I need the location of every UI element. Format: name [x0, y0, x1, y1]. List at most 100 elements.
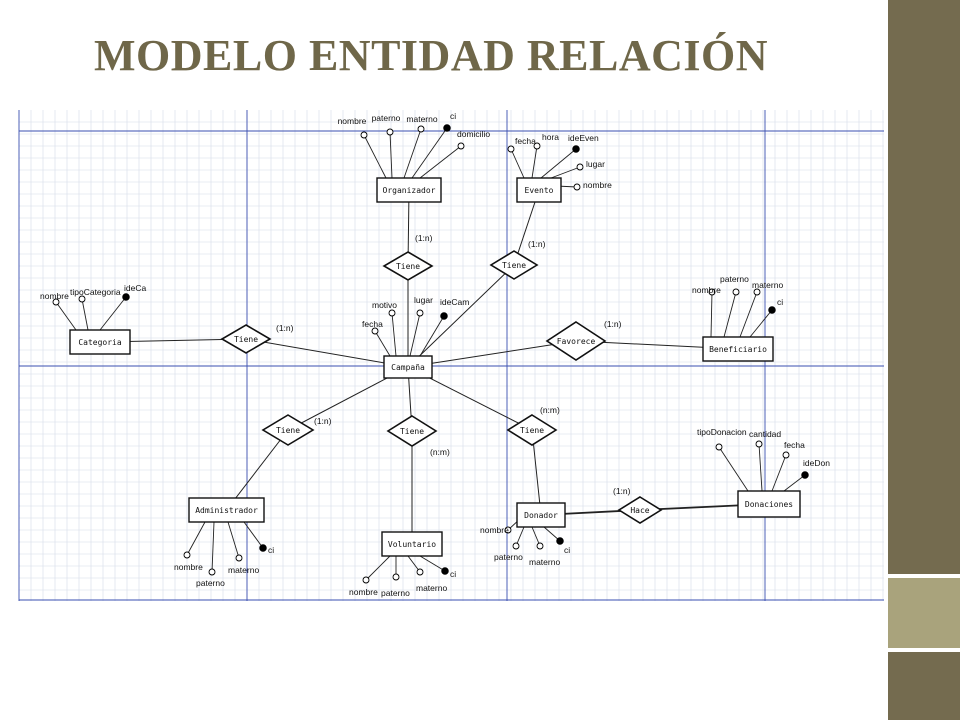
attribute-organizador-domicilio — [419, 142, 465, 179]
attribute-marker — [416, 568, 424, 576]
entity-box[interactable] — [381, 531, 443, 557]
attribute-label: ci — [564, 545, 570, 555]
attribute-administrador-materno — [227, 521, 243, 562]
attribute-marker — [78, 295, 86, 303]
attribute-label: motivo — [372, 300, 397, 310]
relationship-diamond[interactable] — [545, 321, 607, 361]
entity-beneficiario[interactable]: Beneficiario — [702, 336, 774, 362]
attribute-marker — [183, 551, 191, 559]
attribute-marker — [208, 568, 216, 576]
attribute-campana-lugar — [409, 309, 424, 357]
cardinality-label: (1:n) — [528, 239, 546, 249]
entity-box[interactable] — [516, 502, 566, 528]
attribute-donador-materno — [531, 526, 544, 550]
entity-box[interactable] — [737, 490, 801, 518]
entity-administrador[interactable]: Administrador — [188, 497, 265, 523]
key-attribute-marker — [556, 537, 564, 545]
attribute-marker — [417, 125, 425, 133]
attribute-label: lugar — [414, 295, 433, 305]
attribute-label: nombre — [349, 587, 378, 597]
attribute-label: fecha — [362, 319, 383, 329]
attribute-categoria-tipoCategoria — [78, 295, 89, 331]
attribute-label: ci — [450, 569, 456, 579]
key-attribute-marker — [441, 567, 449, 575]
relationship-label: Tiene — [400, 427, 424, 436]
cardinality-label: (1:n) — [276, 323, 294, 333]
entity-voluntario[interactable]: Voluntario — [381, 531, 443, 557]
entity-donador[interactable]: Donador — [516, 502, 566, 528]
attribute-marker — [512, 542, 520, 550]
attribute-organizador-ci — [411, 124, 451, 179]
entity-box[interactable] — [702, 336, 774, 362]
key-attribute-marker — [259, 544, 267, 552]
attribute-donador-ci — [543, 526, 564, 545]
attribute-label: nombre — [338, 116, 367, 126]
key-attribute-marker — [768, 306, 776, 314]
entity-campana[interactable]: Campaña — [383, 355, 433, 379]
relationship-tiene-donador[interactable]: Tiene(n:m) — [506, 405, 560, 446]
attribute-label: fecha — [515, 136, 536, 146]
relationship-hace[interactable]: Hace(1:n) — [613, 486, 663, 524]
entity-label: Donaciones — [745, 500, 793, 509]
entity-label: Organizador — [383, 186, 436, 195]
cardinality-label: (1:n) — [415, 233, 433, 243]
relationship-tiene-administrador[interactable]: Tiene(1:n) — [261, 414, 332, 446]
attribute-campana-motivo — [388, 309, 397, 357]
relationship-label: Favorece — [557, 337, 596, 346]
attribute-label: ci — [777, 297, 783, 307]
attribute-campana-ideCam — [419, 312, 448, 357]
attribute-voluntario-materno — [407, 555, 424, 576]
entity-categoria[interactable]: Categoria — [69, 329, 131, 355]
attribute-marker — [457, 142, 465, 150]
attribute-marker — [360, 131, 368, 139]
attribute-label: materno — [228, 565, 259, 575]
side-band-bottom — [888, 650, 960, 720]
attribute-donaciones-tipoDonacion — [715, 443, 749, 492]
attribute-donaciones-cantidad — [755, 440, 763, 492]
relationship-diamond[interactable] — [386, 415, 438, 447]
attribute-label: ideDon — [803, 458, 830, 468]
relationship-tiene-organizador[interactable]: Tiene(1:n) — [382, 233, 434, 281]
attribute-categoria-nombre — [52, 298, 77, 331]
entity-box[interactable] — [516, 177, 562, 203]
entity-box[interactable] — [188, 497, 265, 523]
band-separator — [888, 648, 960, 652]
attribute-administrador-ci — [243, 521, 267, 552]
relationship-favorece[interactable]: Favorece (1:n) — [545, 319, 622, 361]
attribute-label: nombre — [692, 285, 721, 295]
entity-box[interactable] — [69, 329, 131, 355]
entity-box[interactable] — [376, 177, 442, 203]
attribute-marker — [536, 542, 544, 550]
relationship-label: Tiene — [234, 335, 258, 344]
attribute-label: hora — [542, 132, 559, 142]
relationship-diamond[interactable] — [220, 324, 272, 354]
attribute-marker — [573, 183, 581, 191]
entity-donaciones[interactable]: Donaciones — [737, 490, 801, 518]
attribute-marker — [715, 443, 723, 451]
key-attribute-marker — [440, 312, 448, 320]
attribute-label: nombre — [583, 180, 612, 190]
attribute-beneficiario-ci — [749, 306, 776, 338]
relationship-tiene-evento[interactable]: Tiene(1:n) — [489, 239, 546, 280]
attribute-marker — [235, 554, 243, 562]
relationship-diamond[interactable] — [261, 414, 315, 446]
attribute-voluntario-ci — [419, 555, 449, 575]
attribute-label: paterno — [494, 552, 523, 562]
attribute-label: ideCa — [124, 283, 146, 293]
attribute-marker — [708, 288, 716, 296]
relationship-label: Tiene — [520, 426, 544, 435]
relationship-tiene-voluntario[interactable]: Tiene(n:m) — [386, 415, 450, 457]
entity-organizador[interactable]: Organizador — [376, 177, 442, 203]
entity-label: Beneficiario — [709, 345, 767, 354]
entity-box[interactable] — [383, 355, 433, 379]
cardinality-label: (1:n) — [604, 319, 622, 329]
relationship-diamond[interactable] — [382, 251, 434, 281]
relationship-diamond[interactable] — [617, 496, 663, 524]
relationship-tiene-categoria[interactable]: Tiene (1:n) — [220, 323, 294, 354]
attribute-organizador-paterno — [386, 128, 394, 179]
entity-evento[interactable]: Evento — [516, 177, 562, 203]
relationship-diamond[interactable] — [489, 250, 539, 280]
attribute-marker — [755, 440, 763, 448]
relationship-diamond[interactable] — [506, 414, 558, 446]
